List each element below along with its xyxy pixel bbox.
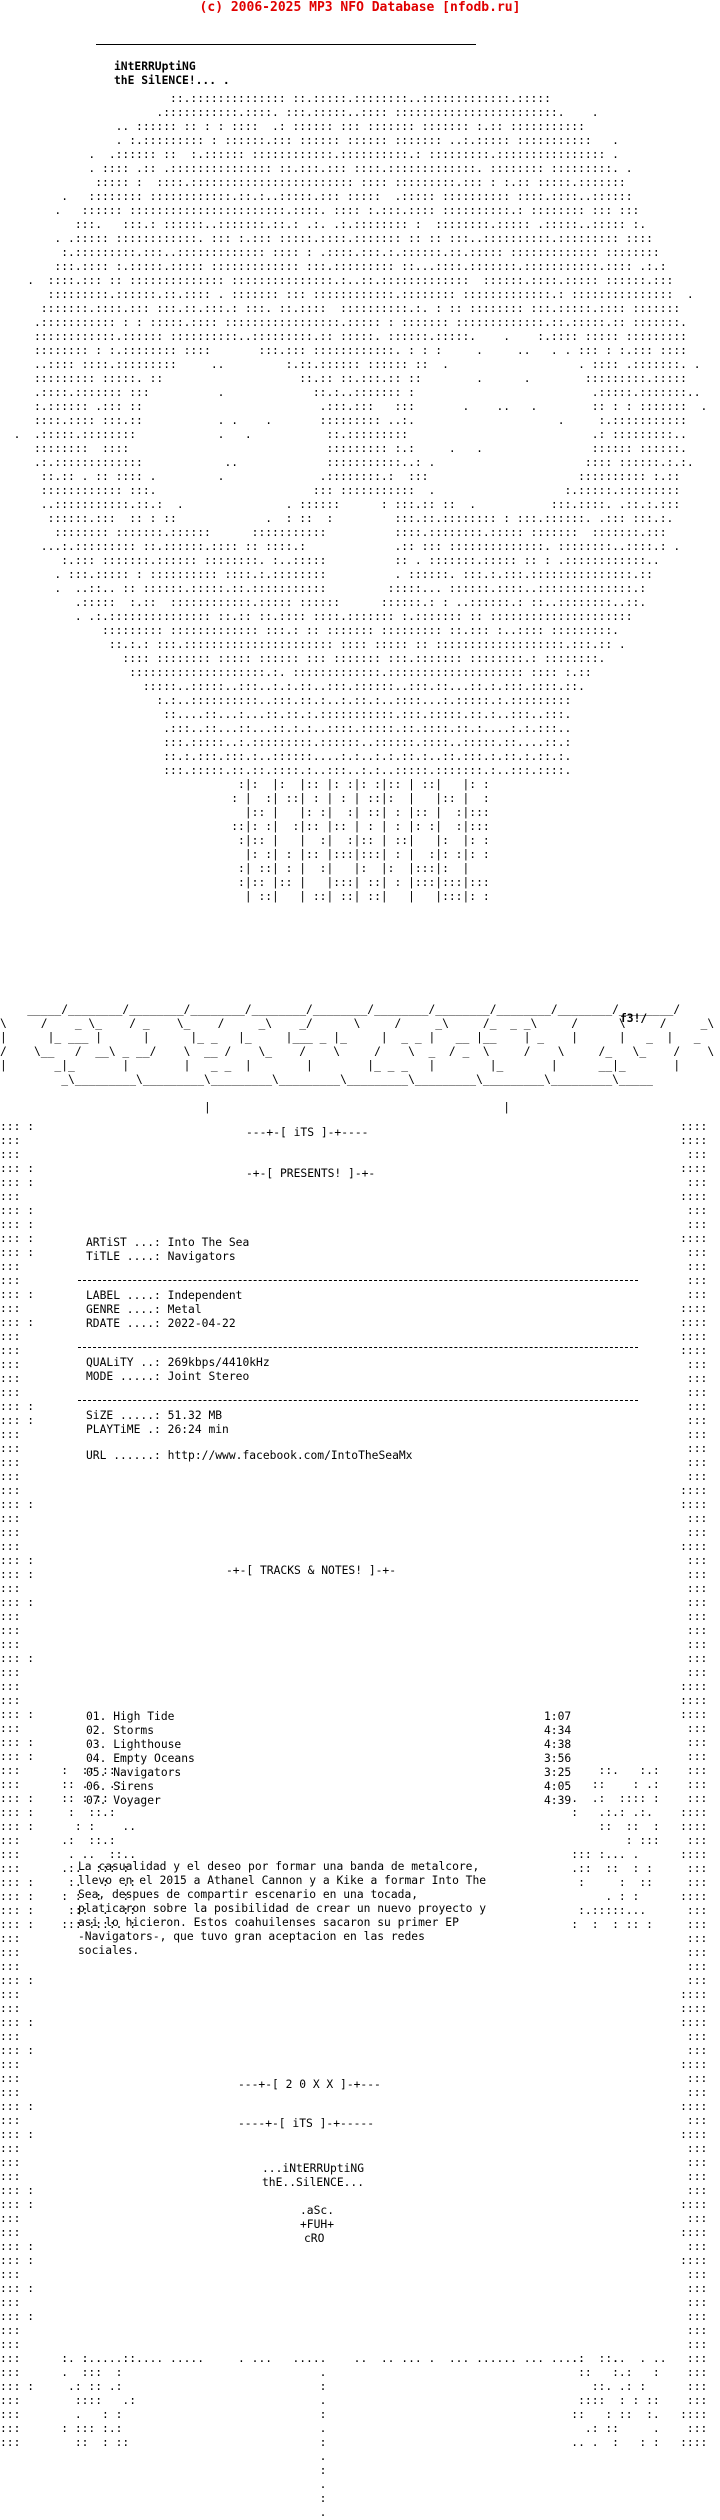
title-value: Navigators — [167, 1250, 236, 1263]
release-info: ARTiST ...: Into The Sea TiTLE ....: Nav… — [78, 1236, 646, 1463]
track-title: 06. Sirens — [86, 1780, 155, 1793]
playtime-value: 26:24 min — [167, 1423, 229, 1436]
info-row-url: URL ......: http://www.facebook.com/Into… — [86, 1449, 646, 1463]
info-row-label: LABEL ....: Independent — [86, 1289, 646, 1303]
info-row-quality: QUALiTY ..: 269kbps/4410kHz — [86, 1356, 646, 1370]
notes-line: platicaron sobre la posibilidad de crear… — [78, 1902, 487, 1915]
ascii-texture: ::.:::::::::::::: ::.:::::.::::::::..:::… — [13, 92, 708, 903]
track-time: 4:05 — [544, 1780, 572, 1793]
tracks-notes-section-title: -+-[ TRACKS & NOTES! ]-+- — [226, 1564, 397, 1577]
release-notes: La casualidad y el deseo por formar una … — [78, 1860, 638, 1958]
track-row: 05. Navigators 3:25 — [86, 1766, 586, 1780]
track-time: 1:07 — [544, 1710, 572, 1723]
artist-label: ARTiST ...: — [86, 1236, 161, 1249]
footer-logo-line-1: ...iNtERRUptiNG — [262, 2162, 365, 2175]
label-value: Independent — [167, 1289, 243, 1302]
track-row: 03. Lighthouse 4:38 — [86, 1738, 586, 1752]
track-time: 3:25 — [544, 1766, 572, 1779]
playtime-label: PLAYTiME .: — [86, 1423, 161, 1436]
group-tag: f3!/ — [620, 1012, 648, 1025]
rdate-value: 2022-04-22 — [167, 1317, 236, 1330]
notes-line: asi lo hicieron. Estos coahuilenses saca… — [78, 1916, 459, 1929]
info-row-mode: MODE .....: Joint Stereo — [86, 1370, 646, 1384]
ascii-texture: . ... ........ ..... . ... ..... .. .. .… — [61, 2352, 667, 2519]
info-divider — [78, 1266, 638, 1281]
quality-value: 269kbps/4410kHz — [167, 1356, 270, 1369]
notes-line: llevo en el 2015 a Athanel Cannon y a Ki… — [78, 1874, 487, 1887]
track-title: 07. Voyager — [86, 1794, 161, 1807]
info-row-playtime: PLAYTiME .: 26:24 min — [86, 1423, 646, 1437]
quality-label: QUALiTY ..: — [86, 1356, 161, 1369]
notes-line: La casualidad y el deseo por formar una … — [78, 1860, 480, 1873]
footer-sign-2: +FUH+ — [300, 2218, 335, 2231]
notes-line: Sea, despues de compartir escenario en u… — [78, 1888, 419, 1901]
track-time: 3:56 — [544, 1752, 572, 1765]
label-label: LABEL ....: — [86, 1289, 161, 1302]
ascii-texture: _____/________/________/________/_______… — [0, 1003, 715, 1114]
genre-label: GENRE ....: — [86, 1303, 161, 1316]
track-title: 03. Lighthouse — [86, 1738, 182, 1751]
nfo-credit-header: (c) 2006-2025 MP3 NFO Database [nfodb.ru… — [199, 0, 521, 15]
track-row: 04. Empty Oceans 3:56 — [86, 1752, 586, 1766]
info-row-artist: ARTiST ...: Into The Sea — [86, 1236, 646, 1250]
artist-value: Into The Sea — [167, 1236, 250, 1249]
notes-line: sociales. — [78, 1944, 140, 1957]
genre-value: Metal — [167, 1303, 202, 1316]
track-row: 01. High Tide 1:07 — [86, 1710, 586, 1724]
its-section-title: ---+-[ iTS ]-+---- — [246, 1126, 369, 1139]
track-title: 05. Navigators — [86, 1766, 182, 1779]
url-label: URL ......: — [86, 1449, 161, 1462]
skull-ascii-art: ::.:::::::::::::: ::.:::::.::::::::..:::… — [0, 22, 720, 972]
presents-section-title: -+-[ PRESENTS! ]-+- — [246, 1167, 376, 1180]
info-row-genre: GENRE ....: Metal — [86, 1303, 646, 1317]
year-section-title: ---+-[ 2 0 X X ]-+--- — [238, 2078, 381, 2091]
track-title: 04. Empty Oceans — [86, 1752, 195, 1765]
track-title: 01. High Tide — [86, 1710, 175, 1723]
notes-line: -Navigators-, que tuvo gran aceptacion e… — [78, 1930, 425, 1943]
info-divider — [78, 1333, 638, 1348]
size-value: 51.32 MB — [167, 1409, 223, 1422]
title-label: TiTLE ....: — [86, 1250, 161, 1263]
info-row-rdate: RDATE ....: 2022-04-22 — [86, 1317, 646, 1331]
mode-value: Joint Stereo — [167, 1370, 250, 1383]
track-title: 02. Storms — [86, 1724, 155, 1737]
footer-sign-1: .aSc. — [300, 2204, 335, 2217]
logo-line-2: thE SilENCE!... . — [114, 74, 230, 87]
logo-frame-line — [96, 44, 476, 45]
side-pillar-ascii-art: ::: : :::: ::: — [0, 1120, 720, 2450]
track-time: 4:39 — [544, 1794, 572, 1807]
logo-box: iNtERRUptiNG thE SilENCE!... . — [96, 44, 576, 92]
track-row: 02. Storms 4:34 — [86, 1724, 586, 1738]
track-time: 4:38 — [544, 1738, 572, 1751]
track-row: 06. Sirens 4:05 — [86, 1780, 586, 1794]
bottom-ascii-ornament: . ... ........ ..... . ... ..... .. .. .… — [0, 2240, 720, 2520]
track-time: 4:34 — [544, 1724, 572, 1737]
size-label: SiZE .....: — [86, 1409, 161, 1422]
banner-ascii-art: _____/________/________/________/_______… — [0, 975, 720, 1125]
info-row-size: SiZE .....: 51.32 MB — [86, 1409, 646, 1423]
its-footer-title: ----+-[ iTS ]-+----- — [238, 2117, 375, 2130]
footer-sign-3: cRO — [304, 2232, 325, 2245]
url-value[interactable]: http://www.facebook.com/IntoTheSeaMx — [167, 1449, 413, 1462]
track-row: 07. Voyager 4:39 — [86, 1794, 586, 1808]
ascii-texture: ::: : :::: ::: — [0, 1120, 708, 2449]
info-row-title: TiTLE ....: Navigators — [86, 1250, 646, 1264]
info-divider — [78, 1386, 638, 1401]
logo-line-1: iNtERRUptiNG — [114, 60, 196, 73]
mode-label: MODE .....: — [86, 1370, 161, 1383]
footer-logo-line-2: thE..SilENCE... — [262, 2176, 365, 2189]
rdate-label: RDATE ....: — [86, 1317, 161, 1330]
